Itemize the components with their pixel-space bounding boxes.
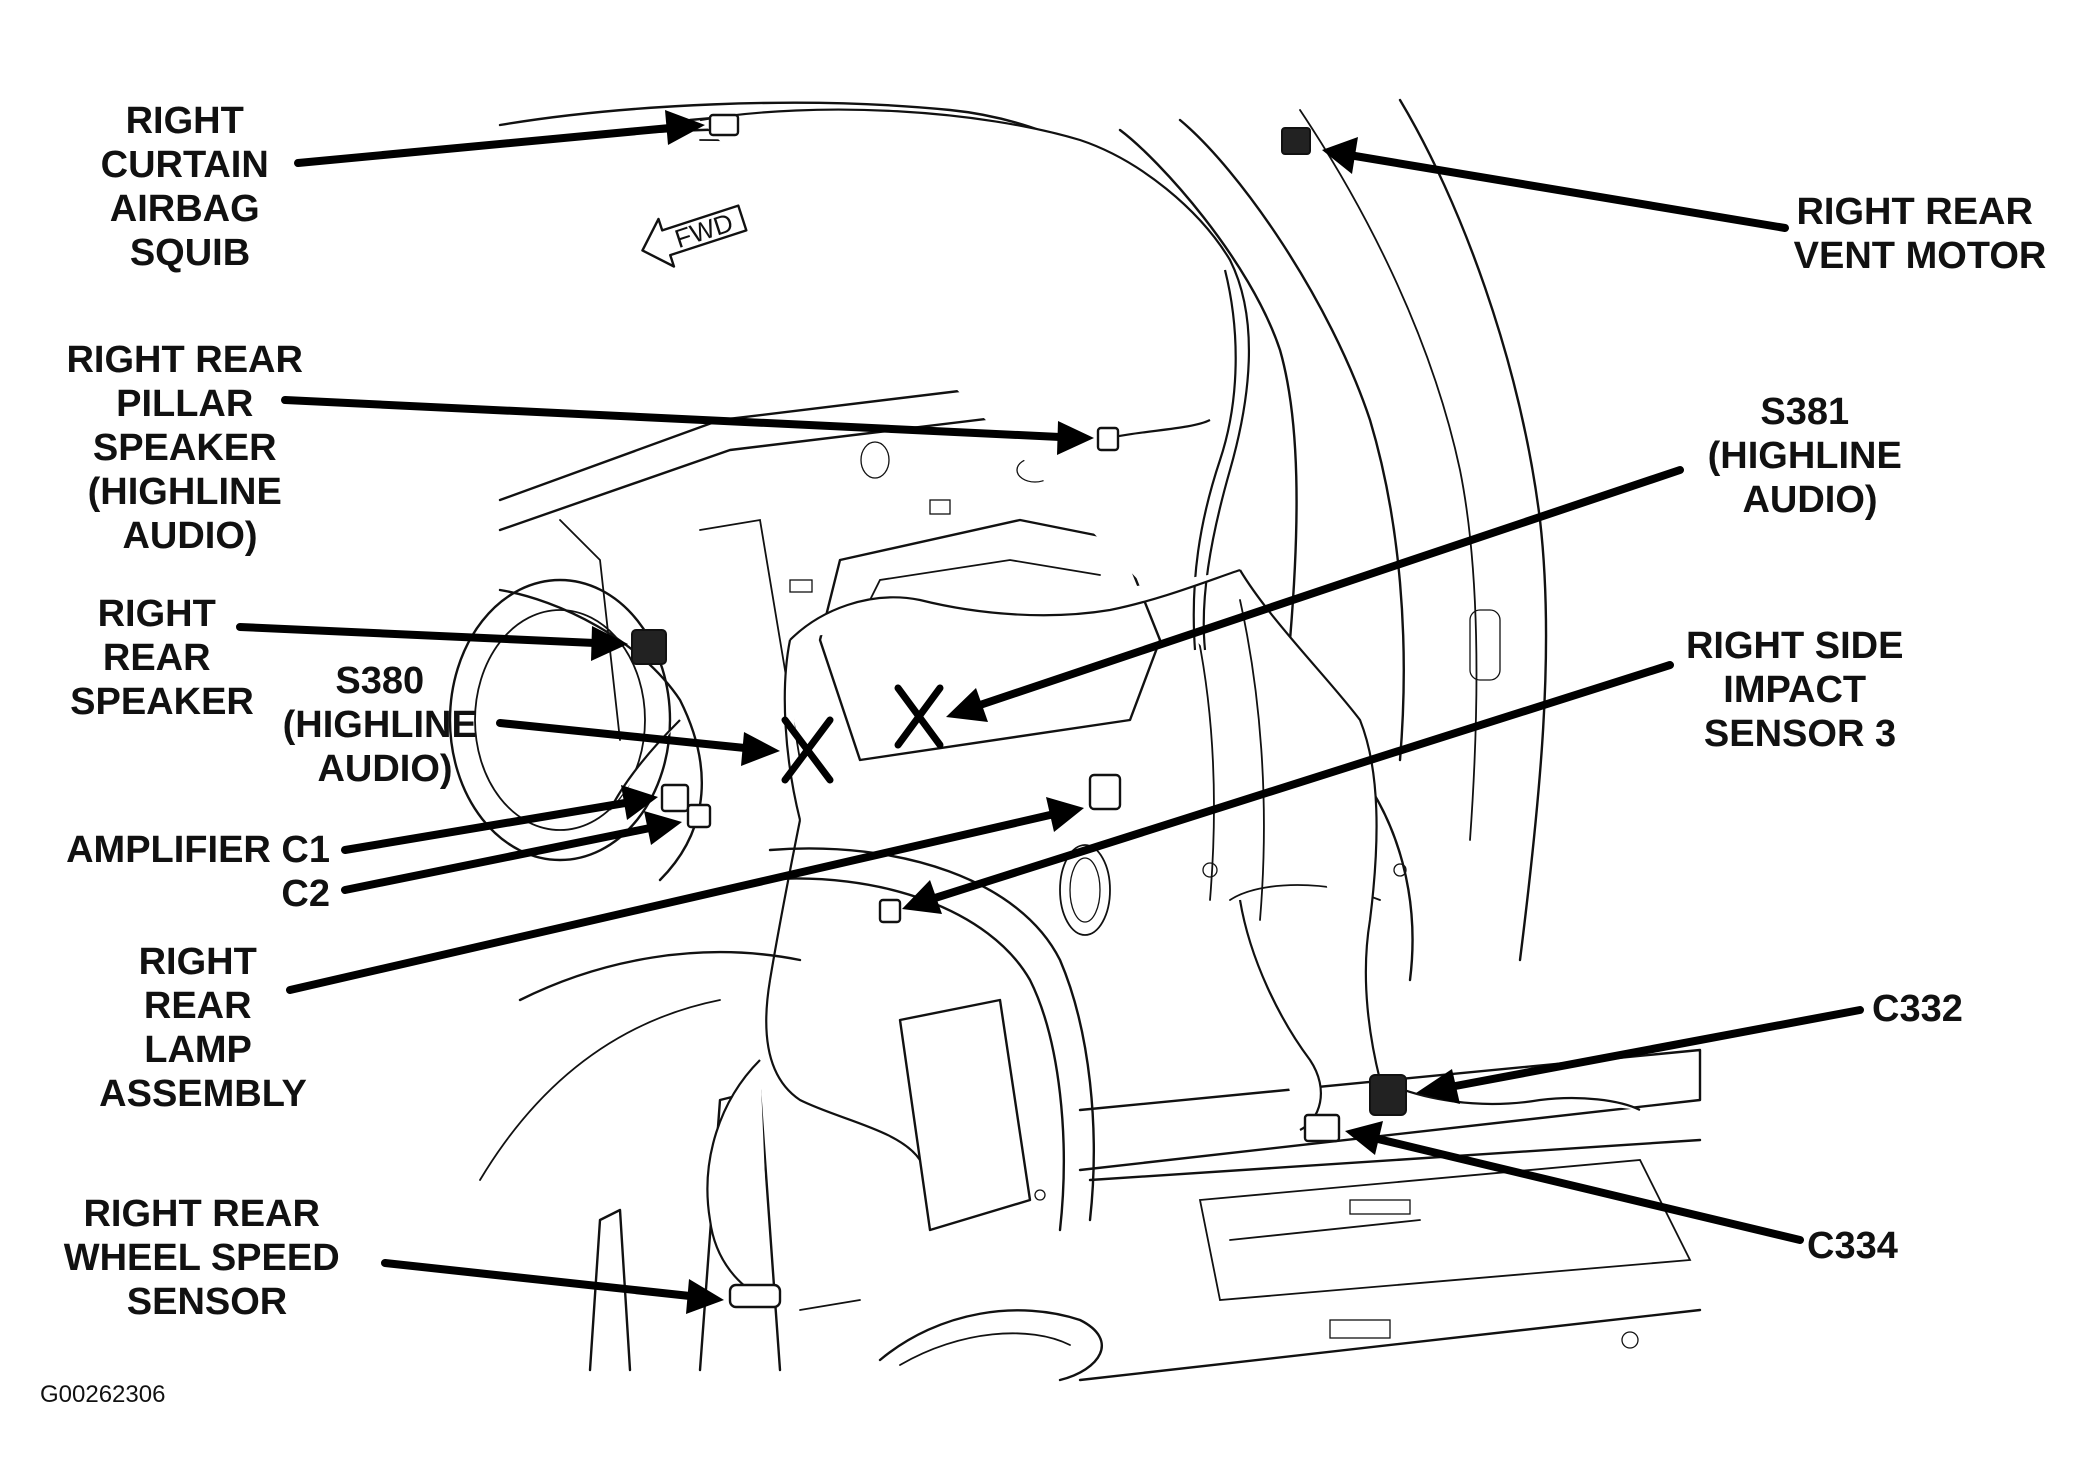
arrow-impact-sensor [931,661,1674,902]
label-line: AUDIO) [122,515,257,557]
label-line: REAR [144,985,252,1027]
label-wheel-speed: RIGHT REAR WHEEL SPEED SENSOR [64,1193,350,1323]
label-curtain-airbag: RIGHT CURTAIN AIRBAG SQUIB [101,100,280,274]
label-line: ASSEMBLY [99,1073,307,1115]
label-line: RIGHT [139,941,257,983]
label-line: PILLAR [116,383,253,425]
arrow-c332 [1446,1006,1864,1091]
label-c332: C332 [1872,988,1963,1030]
label-s381: S381 (HIGHLINE AUDIO) [1708,391,1913,521]
label-line: AUDIO) [1742,479,1877,521]
label-line: (HIGHLINE [283,704,477,746]
arrow-rear-lamp [286,811,1054,994]
impact-sensor-connector [878,898,902,924]
label-s380: S380 (HIGHLINE AUDIO) [283,660,488,790]
label-line: RIGHT REAR [66,339,302,381]
arrow-curtain-airbag [294,124,674,167]
rear-lamp-connector [1088,773,1122,811]
label-line: RIGHT REAR [1796,191,2032,233]
arrow-pillar-speaker [281,396,1064,441]
connectors [631,113,1407,1309]
label-vent-motor: RIGHT REAR VENT MOTOR [1794,191,2047,277]
splice-s380-x-mark [781,716,834,784]
fwd-label: FWD [671,207,737,254]
wiring-harness [609,108,1641,1302]
arrow-wheel-speed [381,1259,694,1300]
label-line: AUDIO) [317,748,452,790]
label-line: S380 [335,660,424,702]
label-line: WHEEL SPEED [64,1237,340,1279]
label-line: IMPACT [1723,669,1866,711]
arrow-s381 [976,466,1684,709]
label-amplifier-c2: C2 [281,873,330,915]
label-line: CURTAIN [101,144,269,186]
airbag-squib-connector [708,113,740,137]
c332-connector [1369,1074,1407,1116]
label-impact-sensor: RIGHT SIDE IMPACT SENSOR 3 [1686,625,1914,755]
label-line: RIGHT [126,100,244,142]
wheel-speed-sensor-connector [728,1283,782,1309]
amplifier-c2-connector [686,803,712,829]
label-line: VENT MOTOR [1794,235,2047,277]
arrow-rear-speaker [236,623,599,647]
label-line: AIRBAG [110,188,260,230]
label-line: SPEAKER [70,681,254,723]
label-line: (HIGHLINE [1708,435,1902,477]
c334-connector [1303,1113,1341,1143]
amplifier-c1-connector [660,783,690,813]
label-line: RIGHT [98,593,216,635]
label-line: RIGHT SIDE [1686,625,1903,667]
figure-id: G00262306 [40,1381,165,1408]
callout-labels: RIGHT CURTAIN AIRBAG SQUIB RIGHT REAR PI… [40,100,2046,1408]
label-rear-speaker: RIGHT REAR SPEAKER [70,593,254,723]
label-amplifier-c1: AMPLIFIER C1 [66,829,330,871]
label-line: SENSOR 3 [1704,713,1896,755]
leader-arrows [236,110,1864,1314]
label-line: S381 [1760,391,1849,433]
label-line: SQUIB [130,232,250,274]
fwd-direction-arrow: FWD [641,204,748,268]
label-c334: C334 [1807,1225,1898,1267]
label-line: LAMP [144,1029,251,1071]
arrow-amplifier-c2 [341,824,654,894]
arrow-c334 [1374,1135,1804,1244]
vent-motor-connector [1281,127,1311,155]
arrow-vent-motor [1351,152,1789,232]
pillar-speaker-connector [1096,426,1120,452]
label-line: RIGHT REAR [83,1193,319,1235]
label-pillar-speaker: RIGHT REAR PILLAR SPEAKER (HIGHLINE AUDI… [66,339,313,557]
arrow-amplifier-c1 [341,799,629,854]
label-rear-lamp: RIGHT REAR LAMP ASSEMBLY [99,941,307,1115]
label-line: SENSOR [127,1281,287,1323]
label-line: SPEAKER [93,427,277,469]
label-line: (HIGHLINE [88,471,282,513]
arrow-s380 [496,719,749,752]
splice-s381-x-mark [894,684,944,749]
label-line: REAR [103,637,211,679]
rear-speaker-connector [631,629,667,665]
